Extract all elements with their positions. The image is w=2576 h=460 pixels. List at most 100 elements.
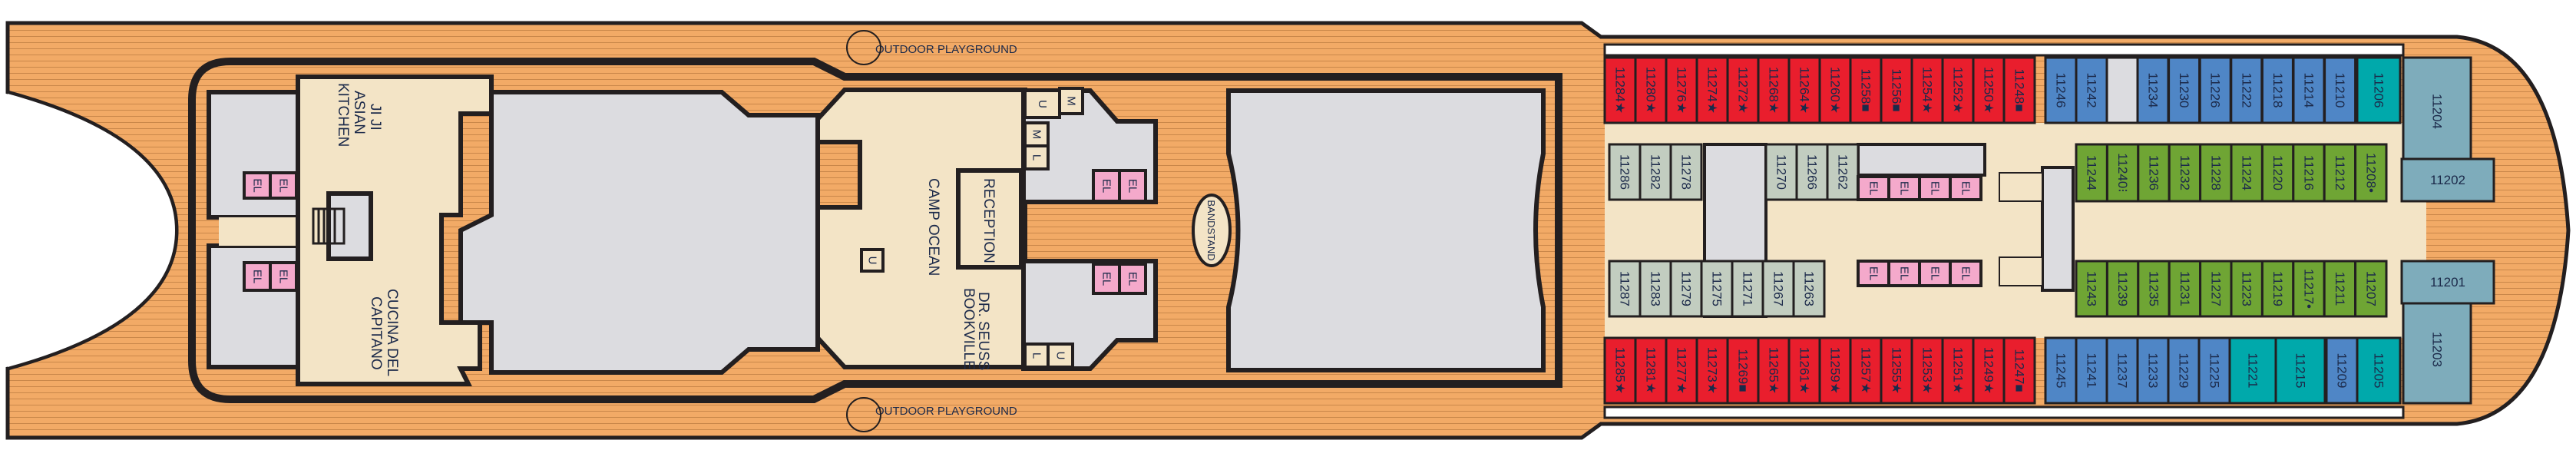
cabin-11281[interactable]: 11281★ — [1634, 336, 1668, 405]
cabin-11219[interactable]: 11219 — [2260, 260, 2295, 318]
cabin-box[interactable] — [1757, 56, 1791, 124]
elevator[interactable]: EL — [1918, 260, 1952, 287]
elevator[interactable]: EL — [1949, 260, 1982, 287]
cabin-11210[interactable]: 11210 — [2323, 56, 2357, 124]
cabin-box[interactable] — [1695, 56, 1729, 124]
cabin-box[interactable] — [2136, 56, 2170, 124]
cabin-box[interactable] — [2002, 336, 2036, 405]
cabin-box[interactable] — [1972, 56, 2006, 124]
elevator[interactable]: EL — [269, 171, 298, 200]
cabin-box[interactable] — [2230, 143, 2264, 203]
elevator[interactable]: EL — [1118, 169, 1147, 203]
elevator-box[interactable] — [1887, 175, 1921, 201]
cabin-11252[interactable]: 11252★ — [1941, 56, 1975, 124]
cabin-box[interactable] — [1818, 336, 1852, 405]
elevator-box[interactable] — [1887, 260, 1921, 287]
cabin-11201[interactable]: 11201 — [2400, 260, 2495, 305]
cabin-11254[interactable]: 11254★ — [1910, 56, 1944, 124]
cabin-box[interactable] — [2323, 56, 2357, 124]
cabin-11243[interactable]: 11243 — [2075, 260, 2108, 318]
cabin-11275[interactable]: 11275 — [1700, 260, 1734, 318]
cabin-box[interactable] — [1826, 143, 1860, 201]
cabin-box[interactable] — [1608, 260, 1642, 318]
cabin-11242[interactable]: 11242 — [2075, 56, 2108, 124]
cabin-box[interactable] — [2105, 260, 2140, 318]
cabin-box[interactable] — [1764, 143, 1798, 201]
cabin-11268[interactable]: 11268★ — [1757, 56, 1791, 124]
elevator-box[interactable] — [269, 171, 298, 200]
cabin-11214[interactable]: 11214 — [2292, 56, 2326, 124]
elevator[interactable]: EL — [1887, 175, 1921, 201]
cabin-11229[interactable]: 11229 — [2167, 336, 2201, 405]
cabin-11287[interactable]: 11287 — [1608, 260, 1642, 318]
elevator[interactable]: EL — [269, 261, 298, 292]
elevator[interactable]: EL — [1857, 175, 1890, 201]
cabin-11276[interactable]: 11276★ — [1665, 56, 1698, 124]
cabin-11263[interactable]: 11263 — [1792, 260, 1826, 318]
cabin-11250[interactable]: 11250★ — [1972, 56, 2006, 124]
cabin-11283[interactable]: 11283 — [1639, 260, 1672, 318]
cabin-11258[interactable]: 11258■ — [1849, 56, 1883, 124]
cabin-11277[interactable]: 11277★ — [1665, 336, 1698, 405]
cabin-11230[interactable]: 11230 — [2168, 56, 2201, 124]
cabin-11266[interactable]: 11266 — [1795, 143, 1829, 201]
cabin-11246[interactable]: 11246 — [2044, 56, 2078, 124]
cabin-box[interactable] — [1665, 336, 1698, 405]
cabin-box[interactable] — [1910, 336, 1944, 405]
cabin-box[interactable] — [1669, 260, 1703, 318]
cabin-box[interactable] — [1669, 143, 1703, 201]
elevator[interactable]: EL — [1092, 169, 1121, 203]
cabin-11223[interactable]: 11223 — [2230, 260, 2264, 318]
cabin-box[interactable] — [1603, 336, 1637, 405]
cabin-11226[interactable]: 11226 — [2198, 56, 2232, 124]
cabin-11285[interactable]: 11285★ — [1603, 336, 1637, 405]
cabin-11260[interactable]: 11260★ — [1818, 56, 1852, 124]
cabin-11204[interactable]: 11204 — [2402, 56, 2472, 167]
cabin-11222[interactable]: 11222 — [2230, 56, 2264, 124]
cabin-box[interactable] — [1731, 260, 1764, 318]
cabin-11235[interactable]: 11235 — [2137, 260, 2171, 318]
cabin-11269[interactable]: 11269■ — [1726, 336, 1760, 405]
cabin-box[interactable] — [2044, 336, 2078, 405]
cabin-box[interactable] — [2002, 56, 2036, 124]
cabin-box[interactable] — [2105, 143, 2140, 203]
cabin-box[interactable] — [2075, 143, 2108, 203]
cabin-box[interactable] — [2105, 336, 2139, 405]
cabin-box[interactable] — [2260, 143, 2295, 203]
cabin-11261[interactable]: 11261★ — [1787, 336, 1821, 405]
cabin-box[interactable] — [2075, 336, 2108, 405]
cabin-box[interactable] — [1608, 143, 1642, 201]
cabin-11253[interactable]: 11253★ — [1910, 336, 1944, 405]
cabin-11262[interactable]: 11262 — [1826, 143, 1860, 201]
cabin-box[interactable] — [2402, 56, 2472, 167]
cabin-box[interactable] — [2260, 260, 2295, 318]
cabin-11228[interactable]: 11228 — [2199, 143, 2233, 203]
cabin-box[interactable] — [1795, 143, 1829, 201]
cabin-11251[interactable]: 11251★ — [1941, 336, 1975, 405]
cabin-box[interactable] — [2400, 260, 2495, 305]
cabin-11248[interactable]: 11248■ — [2002, 56, 2036, 124]
cabin-11202[interactable]: 11202 — [2400, 157, 2495, 203]
cabin-11225[interactable]: 11225 — [2197, 336, 2231, 405]
elevator[interactable]: EL — [1092, 263, 1121, 295]
cabin-box[interactable] — [2274, 336, 2326, 405]
cabin-box[interactable] — [2354, 260, 2388, 318]
cabin-11255[interactable]: 11255★ — [1880, 336, 1913, 405]
cabin-box[interactable] — [1941, 336, 1975, 405]
elevator-box[interactable] — [1118, 263, 1147, 295]
cabin-box[interactable] — [2323, 260, 2357, 318]
cabin-box[interactable] — [2356, 56, 2402, 124]
cabin-box[interactable] — [2402, 294, 2472, 405]
cabin-11220[interactable]: 11220 — [2260, 143, 2295, 203]
cabin-11232[interactable]: 11232 — [2168, 143, 2202, 203]
cabin-box[interactable] — [1941, 56, 1975, 124]
elevator-box[interactable] — [1857, 260, 1890, 287]
cabin-11272[interactable]: 11272★ — [1726, 56, 1760, 124]
cabin-11244[interactable]: 11244 — [2075, 143, 2108, 203]
cabin-11278[interactable]: 11278 — [1669, 143, 1703, 201]
elevator[interactable]: EL — [243, 261, 272, 292]
cabin-box[interactable] — [2325, 336, 2359, 405]
cabin-box[interactable] — [1639, 260, 1672, 318]
cabin-11209[interactable]: 11209 — [2325, 336, 2359, 405]
cabin-11245[interactable]: 11245 — [2044, 336, 2078, 405]
